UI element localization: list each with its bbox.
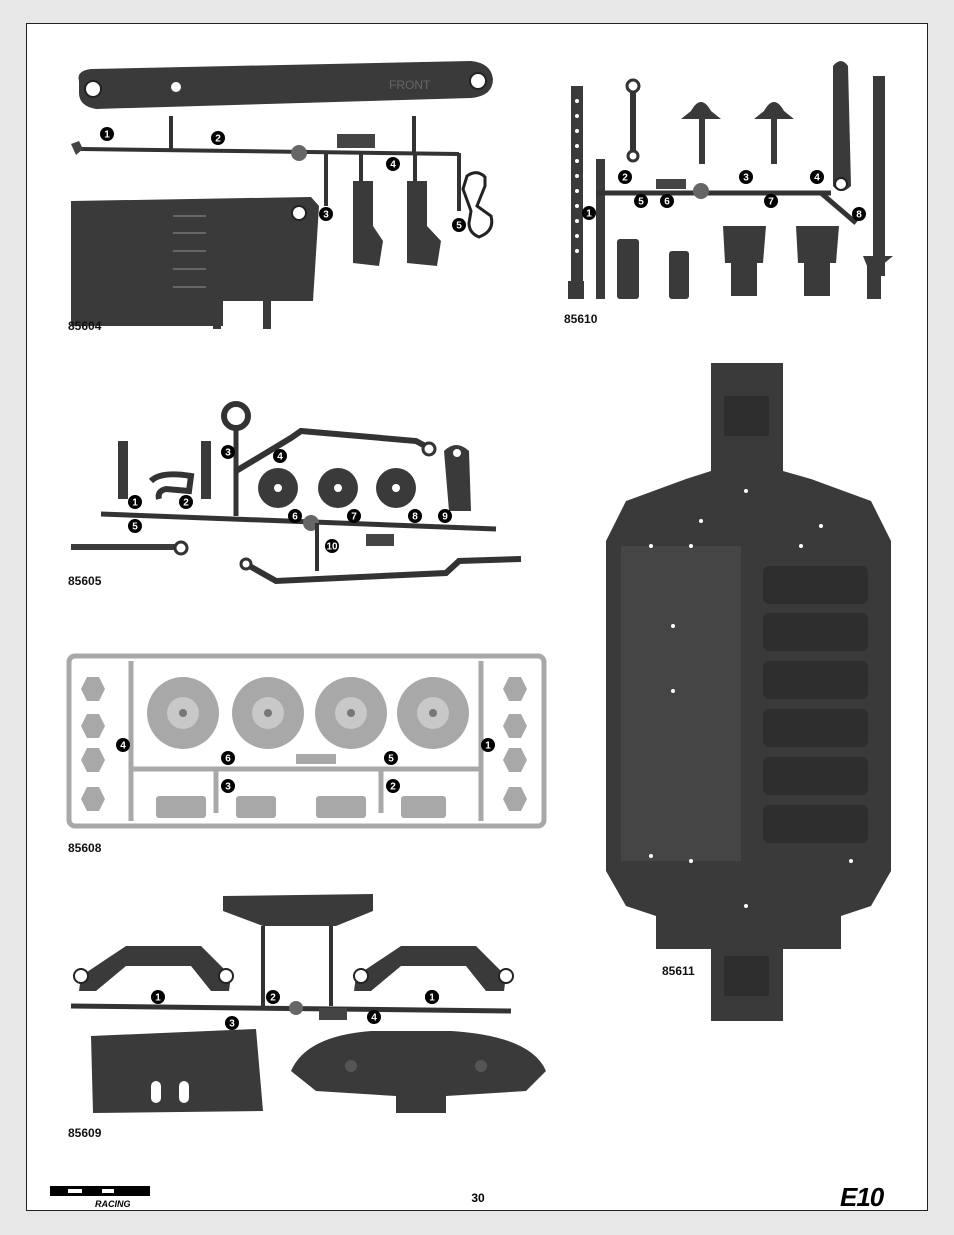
part-number-85609: 85609 <box>68 1126 102 1140</box>
sprue-85610 <box>568 61 893 299</box>
callout-circle <box>481 738 495 752</box>
callout-number: 3 <box>229 1019 235 1030</box>
callouts-85609: 121341 <box>151 990 439 1030</box>
chassis-85611 <box>606 363 891 1021</box>
callout-number: 2 <box>622 173 628 184</box>
callout-circle <box>634 194 648 208</box>
callout-number: 5 <box>132 522 138 533</box>
callout-number: 5 <box>638 197 644 208</box>
callout-circle <box>179 495 193 509</box>
callout-circle <box>764 194 778 208</box>
callout-circle <box>211 131 225 145</box>
callout-circle <box>225 1016 239 1030</box>
hpi-racing-logo: RACING <box>50 1186 150 1209</box>
callout-number: 4 <box>390 160 396 171</box>
callout-number: 2 <box>270 993 276 1004</box>
callout-circle <box>221 751 235 765</box>
part-number-85610: 85610 <box>564 312 598 326</box>
callout-circle <box>452 218 466 232</box>
callout-circle <box>582 206 596 220</box>
callout-circle <box>128 495 142 509</box>
callout-number: 6 <box>292 512 298 523</box>
callout-number: 7 <box>351 512 357 523</box>
wheels-85608 <box>81 677 527 818</box>
callout-circle <box>221 779 235 793</box>
part-number-85608: 85608 <box>68 841 102 855</box>
callout-circle <box>618 170 632 184</box>
callout-number: 1 <box>104 130 110 141</box>
callout-circle <box>128 519 142 533</box>
callout-circle <box>408 509 422 523</box>
callout-circle <box>151 990 165 1004</box>
callout-circle <box>367 1010 381 1024</box>
callout-number: 9 <box>442 512 448 523</box>
callout-circle <box>386 157 400 171</box>
callout-circle <box>273 449 287 463</box>
sprue-85604: FRONT <box>71 61 494 329</box>
callout-circle <box>266 990 280 1004</box>
callout-number: 5 <box>456 221 462 232</box>
callout-circle <box>384 751 398 765</box>
parts-illustrations: FRONT <box>66 61 893 1113</box>
callout-number: 8 <box>412 512 418 523</box>
callout-circle <box>325 539 339 553</box>
callout-circle <box>288 509 302 523</box>
part-number-85605: 85605 <box>68 574 102 588</box>
callout-circle <box>319 207 333 221</box>
callout-number: 6 <box>225 754 231 765</box>
callout-number: 4 <box>277 452 283 463</box>
callout-circle <box>386 779 400 793</box>
callout-number: 7 <box>768 197 774 208</box>
callout-circle <box>810 170 824 184</box>
callout-circle <box>100 127 114 141</box>
sprue-85609 <box>70 894 546 1113</box>
callout-number: 2 <box>215 134 221 145</box>
callout-number: 3 <box>225 782 231 793</box>
callouts-85610: 1 2 3 4 5 6 7 8 <box>582 170 866 221</box>
sprue-85608 <box>66 653 547 829</box>
callout-number: 3 <box>225 448 231 459</box>
callout-number: 3 <box>743 173 749 184</box>
callout-markers: 1 2 3 4 5 1 2 3 4 5 6 7 8 1 2 3 4 5 6 7 8 9 10 1 2 3 4 5 6 1 2 1 3 4 1 <box>100 127 866 1030</box>
callout-circle <box>425 990 439 1004</box>
callouts-85604: 1 2 3 4 5 <box>100 127 466 232</box>
callout-number: 10 <box>326 542 338 553</box>
manual-page: FRONT <box>26 23 928 1211</box>
callout-circle <box>438 509 452 523</box>
callout-number: 1 <box>429 993 435 1004</box>
callout-number: 2 <box>183 498 189 509</box>
callout-number: 3 <box>323 210 329 221</box>
callout-circle <box>221 445 235 459</box>
part-number-85611: 85611 <box>662 964 695 978</box>
front-marking: FRONT <box>389 78 431 92</box>
callout-number: 8 <box>856 210 862 221</box>
callout-number: 5 <box>388 754 394 765</box>
callout-number: 1 <box>485 741 491 752</box>
callout-circle <box>852 207 866 221</box>
callout-circle <box>739 170 753 184</box>
callout-circle <box>347 509 361 523</box>
callouts-85605: 1 2 3 4 5 6 7 8 9 10 <box>128 445 452 553</box>
callout-circle <box>660 194 674 208</box>
part-number-85604: 85604 <box>68 319 102 333</box>
callout-number: 6 <box>664 197 670 208</box>
callouts-85608: 1 2 3 4 5 6 <box>116 738 495 793</box>
callout-number: 1 <box>155 993 161 1004</box>
sprue-85605 <box>71 401 522 585</box>
callout-number: 1 <box>586 209 592 220</box>
hpi-racing-text: RACING <box>95 1199 131 1209</box>
callout-number: 1 <box>132 498 138 509</box>
callout-number: 4 <box>371 1013 377 1024</box>
callout-number: 4 <box>120 741 126 752</box>
callout-number: 4 <box>814 173 820 184</box>
e10-logo: E10 <box>840 1182 884 1212</box>
page-number: 30 <box>471 1191 485 1205</box>
callout-number: 2 <box>390 782 396 793</box>
callout-circle <box>116 738 130 752</box>
